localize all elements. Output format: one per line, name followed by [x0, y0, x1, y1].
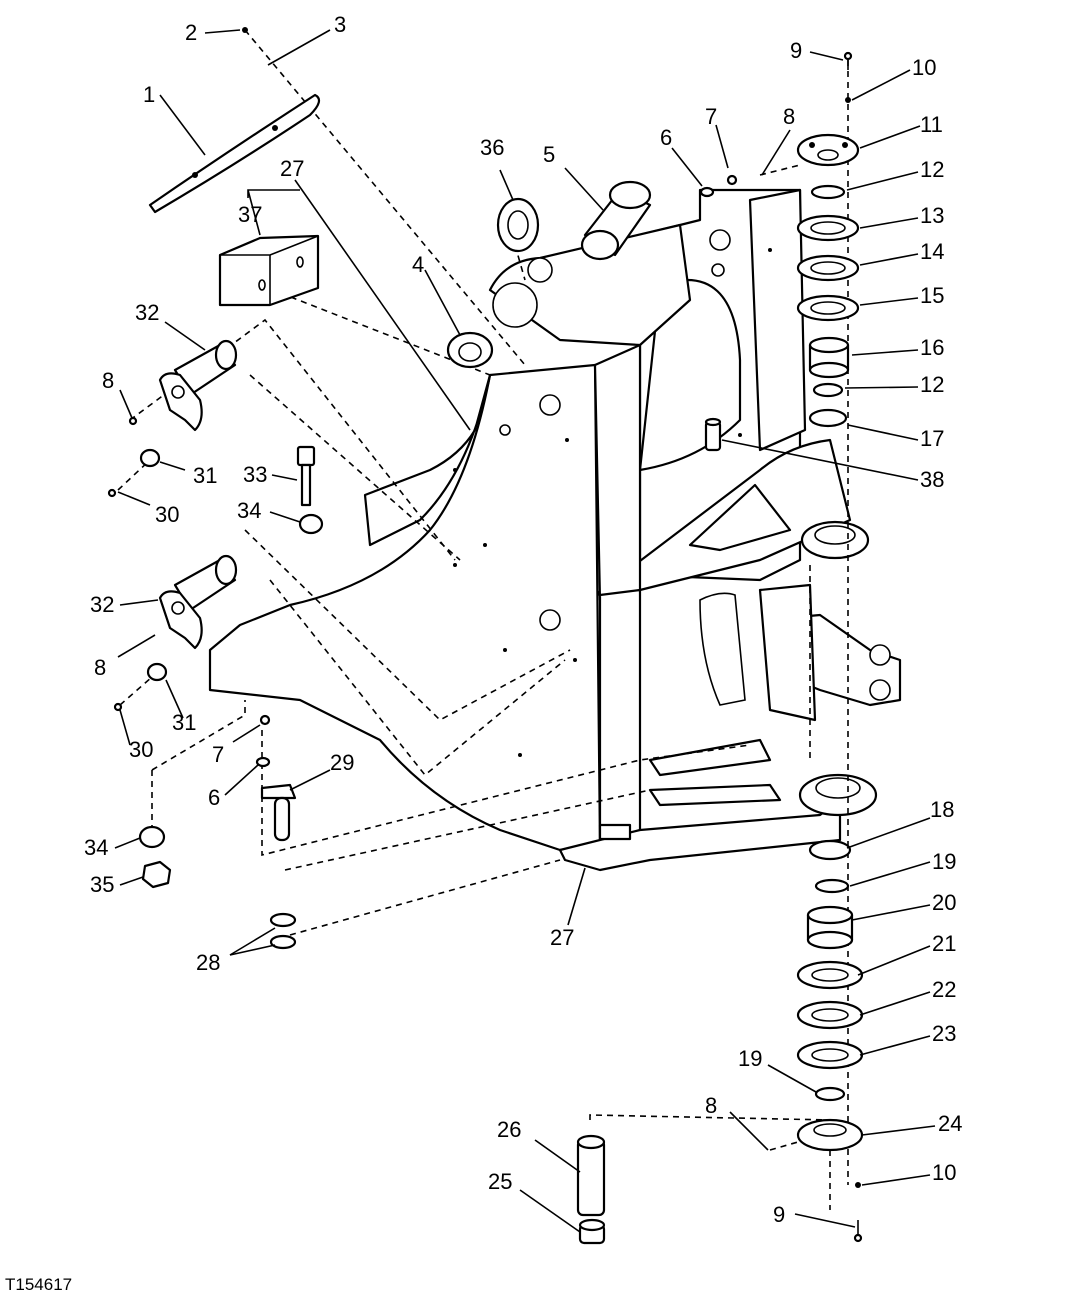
callout-7-lower: 7: [212, 742, 224, 767]
callout-38: 38: [920, 467, 944, 492]
part-32-pin-upper: [158, 339, 238, 432]
part-5-pin: [580, 180, 652, 261]
callout-13: 13: [920, 203, 944, 228]
part-34-nut-upper: [298, 513, 324, 535]
callout-3: 3: [334, 12, 346, 37]
part-8-pin-upper: [128, 416, 138, 426]
part-31-washer-lower: [146, 662, 168, 682]
figure-id: T154617: [5, 1275, 72, 1294]
part-32-pin-lower: [158, 554, 238, 650]
part-30-pin-upper: [107, 488, 117, 498]
callout-30-lower: 30: [129, 737, 153, 762]
callout-26: 26: [497, 1117, 521, 1142]
callout-7-top: 7: [705, 104, 717, 129]
part-6-washer-lower: [255, 756, 271, 768]
callout-32-upper: 32: [135, 300, 159, 325]
callout-labels: 1 2 3 4 5 6 7 8 9 10 11 12 13 14 15 16 1…: [5, 12, 962, 1294]
part-6-washer-top: [699, 186, 715, 198]
callout-29: 29: [330, 750, 354, 775]
callout-20: 20: [932, 890, 956, 915]
part-26-fitting: [576, 1134, 606, 1217]
lower-pivot-stack: [796, 839, 864, 1243]
callout-19-lower: 19: [738, 1046, 762, 1071]
callout-10-lower: 10: [932, 1160, 956, 1185]
part-31-washer-upper: [139, 448, 161, 468]
part-1-blade: [148, 93, 321, 214]
upper-pivot-stack: [796, 51, 860, 428]
callout-25: 25: [488, 1169, 512, 1194]
callout-12-lower: 12: [920, 372, 944, 397]
part-25-cap: [578, 1218, 606, 1245]
callout-22: 22: [932, 977, 956, 1002]
callout-8-right-lower: 8: [705, 1093, 717, 1118]
part-33-bolt: [296, 445, 316, 507]
callout-15: 15: [920, 283, 944, 308]
callout-8-left-upper: 8: [102, 368, 114, 393]
callout-32-lower: 32: [90, 592, 114, 617]
callout-34-upper: 34: [237, 498, 261, 523]
part-29-bolt: [260, 783, 297, 842]
callout-19-upper: 19: [932, 849, 956, 874]
callout-23: 23: [932, 1021, 956, 1046]
leader-lines: [114, 29, 936, 1233]
callout-2: 2: [185, 20, 197, 45]
callout-9-top: 9: [790, 38, 802, 63]
callout-27-lower: 27: [550, 925, 574, 950]
callout-37: 37: [238, 202, 262, 227]
callout-21: 21: [932, 931, 956, 956]
callout-17: 17: [920, 426, 944, 451]
callout-8-left-lower: 8: [94, 655, 106, 680]
callout-30-upper: 30: [155, 502, 179, 527]
callout-35: 35: [90, 872, 114, 897]
callout-9-lower: 9: [773, 1202, 785, 1227]
callout-27-upper: 27: [280, 156, 304, 181]
part-7-bolt-lower: [259, 714, 271, 726]
callout-12-upper: 12: [920, 157, 944, 182]
callout-28: 28: [196, 950, 220, 975]
callout-33: 33: [243, 462, 267, 487]
callout-11: 11: [920, 112, 943, 137]
callout-16: 16: [920, 335, 944, 360]
callout-34-lower: 34: [84, 835, 108, 860]
callout-6-lower: 6: [208, 785, 220, 810]
part-37-block: [218, 234, 320, 307]
callout-10-top: 10: [912, 55, 936, 80]
callout-5: 5: [543, 142, 555, 167]
callout-36: 36: [480, 135, 504, 160]
part-34-nut-lower: [138, 825, 166, 849]
callout-31-upper: 31: [193, 463, 217, 488]
callout-6-top: 6: [660, 125, 672, 150]
part-7-bolt-top: [726, 174, 738, 186]
callout-24: 24: [938, 1111, 962, 1136]
part-28-washer-a: [269, 912, 297, 928]
part-28-washer-b: [269, 934, 297, 950]
part-30-pin-lower: [113, 702, 123, 712]
callout-8-top: 8: [783, 104, 795, 129]
frame-weldment: [208, 188, 902, 872]
part-2-pin: [242, 27, 248, 33]
callout-18: 18: [930, 797, 954, 822]
part-35-hex-nut: [141, 860, 172, 889]
callout-1: 1: [143, 82, 155, 107]
callout-14: 14: [920, 239, 944, 264]
callout-31-lower: 31: [172, 710, 196, 735]
callout-4: 4: [412, 252, 424, 277]
